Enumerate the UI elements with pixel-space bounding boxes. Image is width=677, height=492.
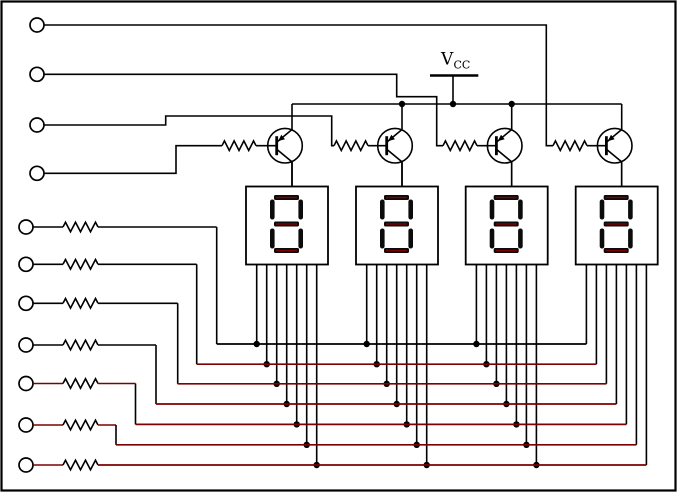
- segment-resistor: [62, 296, 99, 310]
- input-terminal: [18, 295, 34, 312]
- segment-e: [380, 228, 385, 249]
- seven-segment-display: [245, 161, 329, 469]
- seven-segment-display: [574, 161, 659, 465]
- junction-dot: [398, 100, 406, 108]
- segment-f: [599, 199, 605, 220]
- digit-select-input: [29, 66, 497, 153]
- collector-lead: [605, 148, 623, 163]
- segment-b: [628, 199, 633, 220]
- input-terminal: [18, 337, 34, 353]
- segment-f: [489, 199, 495, 220]
- digit-select-wire: [44, 115, 334, 147]
- transistor-pnp: [266, 127, 304, 187]
- segment-resistor: [62, 338, 99, 352]
- segment-b: [408, 199, 413, 220]
- base-resistor: [221, 139, 257, 153]
- segment-resistor: [62, 257, 99, 271]
- segment-c: [298, 228, 303, 249]
- digit-select-inputs: [29, 17, 607, 182]
- base-resistor: [442, 139, 478, 153]
- base-resistor: [333, 139, 369, 153]
- digit-select-input: [29, 17, 607, 153]
- seven-segment-displays: [245, 161, 659, 469]
- transistor-body: [596, 127, 633, 164]
- segment-c: [408, 228, 413, 249]
- transistor-pnp: [596, 127, 633, 187]
- input-terminal: [18, 219, 34, 235]
- transistor-pnp: [376, 127, 414, 187]
- input-terminal: [29, 66, 45, 83]
- pnp-arrow: [388, 134, 395, 142]
- collector-lead: [495, 148, 513, 163]
- segment-e: [599, 228, 605, 249]
- seven-segment-display: [355, 161, 439, 469]
- segment-input: [18, 295, 179, 384]
- input-terminal: [18, 375, 34, 392]
- segment-input: [18, 417, 117, 445]
- base-resistor: [552, 139, 588, 153]
- input-terminal: [29, 17, 45, 33]
- input-terminal: [29, 117, 45, 133]
- vcc-rail: [291, 100, 623, 130]
- input-terminal: [18, 417, 34, 433]
- junction-dot: [508, 100, 515, 108]
- segment-b: [518, 199, 523, 220]
- segment-resistor: [62, 220, 99, 234]
- segment-input: [18, 219, 218, 344]
- pnp-arrow: [278, 134, 285, 142]
- segment-inputs: [18, 219, 218, 473]
- digit-select-input: [29, 139, 277, 182]
- segment-f: [270, 199, 275, 220]
- digit-select-wire: [44, 24, 553, 147]
- segment-c: [628, 228, 633, 249]
- segment-input: [18, 375, 137, 425]
- transistor-body: [266, 127, 304, 164]
- segment-resistor: [62, 458, 99, 472]
- segment-c: [518, 228, 523, 249]
- segment-resistor: [62, 376, 99, 391]
- digit-select-wire: [44, 144, 222, 175]
- vcc-label-main: V: [440, 50, 454, 70]
- segment-input: [18, 457, 99, 473]
- segment-b: [298, 199, 303, 220]
- segment-e: [270, 228, 275, 249]
- input-terminal: [29, 165, 45, 182]
- pnp-arrow: [607, 134, 615, 142]
- segment-input: [18, 337, 157, 404]
- segment-resistor: [62, 418, 99, 432]
- segment-input: [18, 256, 198, 365]
- collector-lead: [276, 148, 293, 163]
- seven-segment-display: [464, 161, 549, 469]
- collector-lead: [386, 148, 403, 163]
- segment-e: [489, 228, 495, 249]
- transistor-body: [486, 127, 523, 164]
- segment-buses: [98, 343, 647, 466]
- input-terminal: [18, 256, 34, 273]
- transistor-pnp: [486, 127, 523, 187]
- segment-f: [380, 199, 385, 220]
- input-terminal: [18, 457, 34, 473]
- transistor-body: [376, 127, 414, 164]
- pnp-arrow: [497, 134, 505, 142]
- digit-select-wire: [44, 73, 443, 147]
- vcc-label-sub: CC: [454, 59, 471, 72]
- transistors: [266, 127, 633, 187]
